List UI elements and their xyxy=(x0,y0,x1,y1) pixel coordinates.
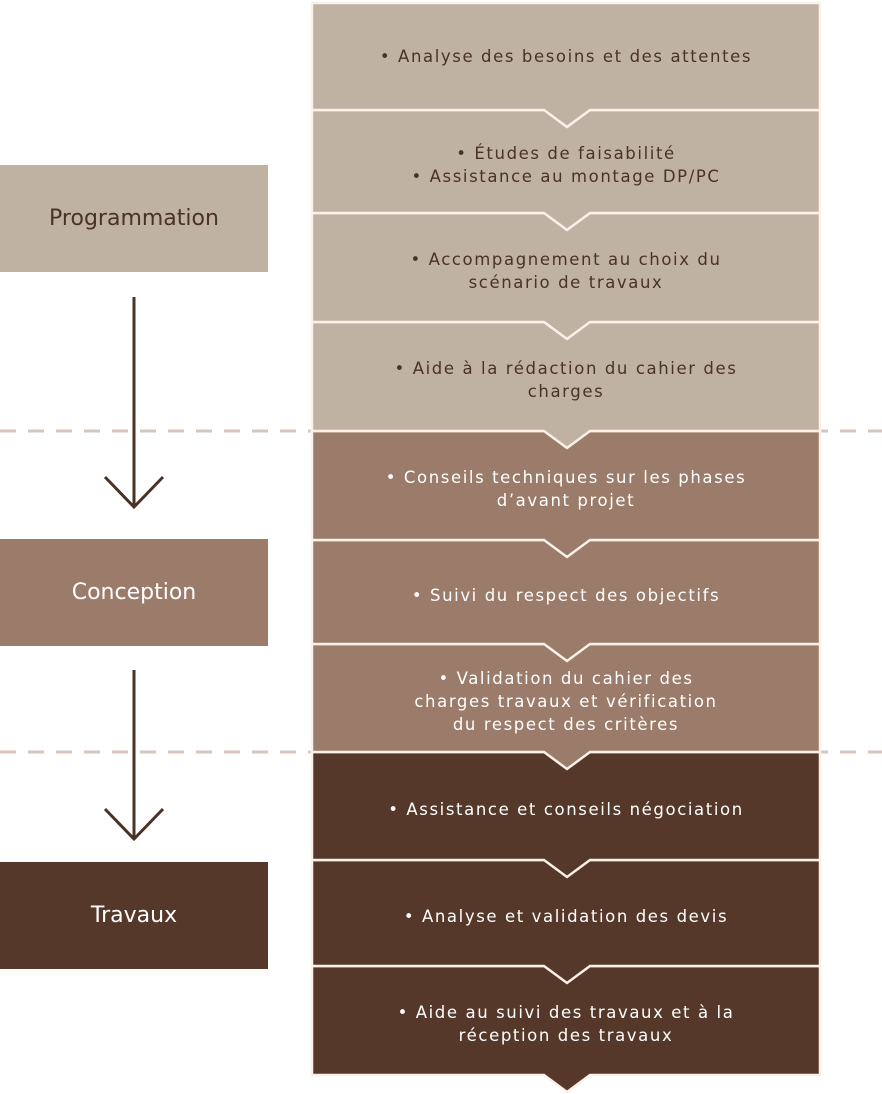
step-label: • Analyse et validation des devis xyxy=(403,906,729,926)
step-label: • Accompagnement au choix du scénario de… xyxy=(410,249,722,292)
step-label: • Suivi du respect des objectifs xyxy=(411,585,721,605)
step-label: • Conseils techniques sur les phases d’a… xyxy=(385,467,747,510)
step-label: • Études de faisabilité • Assistance au … xyxy=(411,143,721,186)
step-box xyxy=(310,108,822,232)
step-box xyxy=(310,320,822,450)
step-label: • Validation du cahier des charges trava… xyxy=(414,668,718,734)
phase-programmation: Programmation xyxy=(0,165,268,272)
step-label: • Aide à la rédaction du cahier des char… xyxy=(394,358,738,401)
arrow-head-icon xyxy=(103,807,165,842)
step-box xyxy=(310,429,822,559)
phase-travaux: Travaux xyxy=(0,862,268,969)
step-label: • Assistance et conseils négociation xyxy=(388,799,744,819)
step-label: • Analyse des besoins et des attentes xyxy=(379,47,753,66)
step-box xyxy=(310,642,822,771)
step-box xyxy=(310,538,822,663)
arrow-head-icon xyxy=(103,475,165,510)
phase-conception: Conception xyxy=(0,539,268,646)
step-box xyxy=(310,750,822,879)
step-label: • Aide au suivi des travaux et à la réce… xyxy=(397,1002,735,1045)
step-box xyxy=(310,1,822,129)
step-box xyxy=(310,964,822,1094)
step-box xyxy=(310,211,822,341)
step-box xyxy=(310,858,822,985)
